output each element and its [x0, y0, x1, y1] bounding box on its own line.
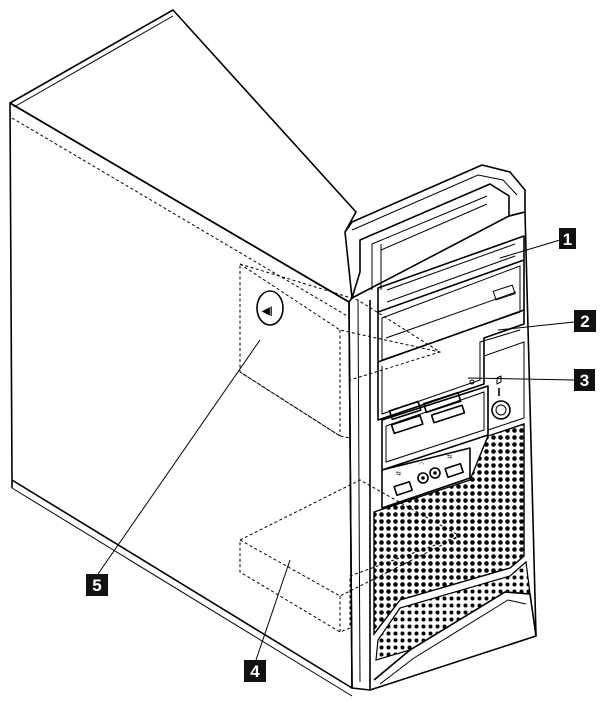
drive-release-latch: [256, 290, 284, 326]
callout-1: 1: [559, 228, 576, 249]
hdd-led-icon: [496, 375, 502, 385]
callout-label-4: 4: [250, 662, 260, 681]
front-mesh-grille: [373, 423, 537, 685]
card-slot-2: [422, 391, 462, 414]
callout-label-2: 2: [580, 312, 589, 331]
card-slot-3: [390, 414, 424, 435]
internal-bay-lower: [239, 479, 462, 633]
reader-led-icon: [469, 379, 475, 385]
tower-side-panel: [9, 102, 353, 697]
callout-3: 3: [574, 369, 595, 391]
card-slot-1: [388, 400, 422, 421]
tower-handle: [344, 164, 526, 299]
optical-drive-bay-2: [377, 260, 525, 363]
callout-label-3: 3: [580, 371, 589, 390]
leader-lines: [97, 239, 575, 661]
headphone-icon: ◠: [419, 462, 424, 468]
internal-bay-upper: ◀|: [239, 263, 442, 439]
callout-label-5: 5: [92, 576, 101, 595]
card-reader-bay: [377, 310, 525, 471]
tower-top-panel: [9, 9, 357, 303]
eject-button: [492, 284, 516, 301]
callout-2: 2: [574, 310, 596, 332]
optical-drive-bay-1: [377, 235, 525, 313]
power-area: [483, 341, 525, 431]
usb-port-1: [393, 480, 413, 497]
callout-4: 4: [244, 660, 266, 682]
power-button: [491, 400, 511, 420]
latch-icon: ◀|: [261, 306, 273, 317]
microphone-jack: [429, 467, 441, 479]
front-io-panel: ⇆ ◠ ⇆: [381, 447, 471, 509]
usb-icon: ⇆: [396, 470, 401, 477]
callout-5: 5: [86, 574, 108, 596]
headphone-jack: [417, 472, 429, 484]
card-slot-4: [430, 404, 466, 424]
usb-port-2: [444, 462, 464, 479]
callout-label-1: 1: [563, 230, 572, 249]
usb-icon: ⇆: [447, 453, 452, 460]
